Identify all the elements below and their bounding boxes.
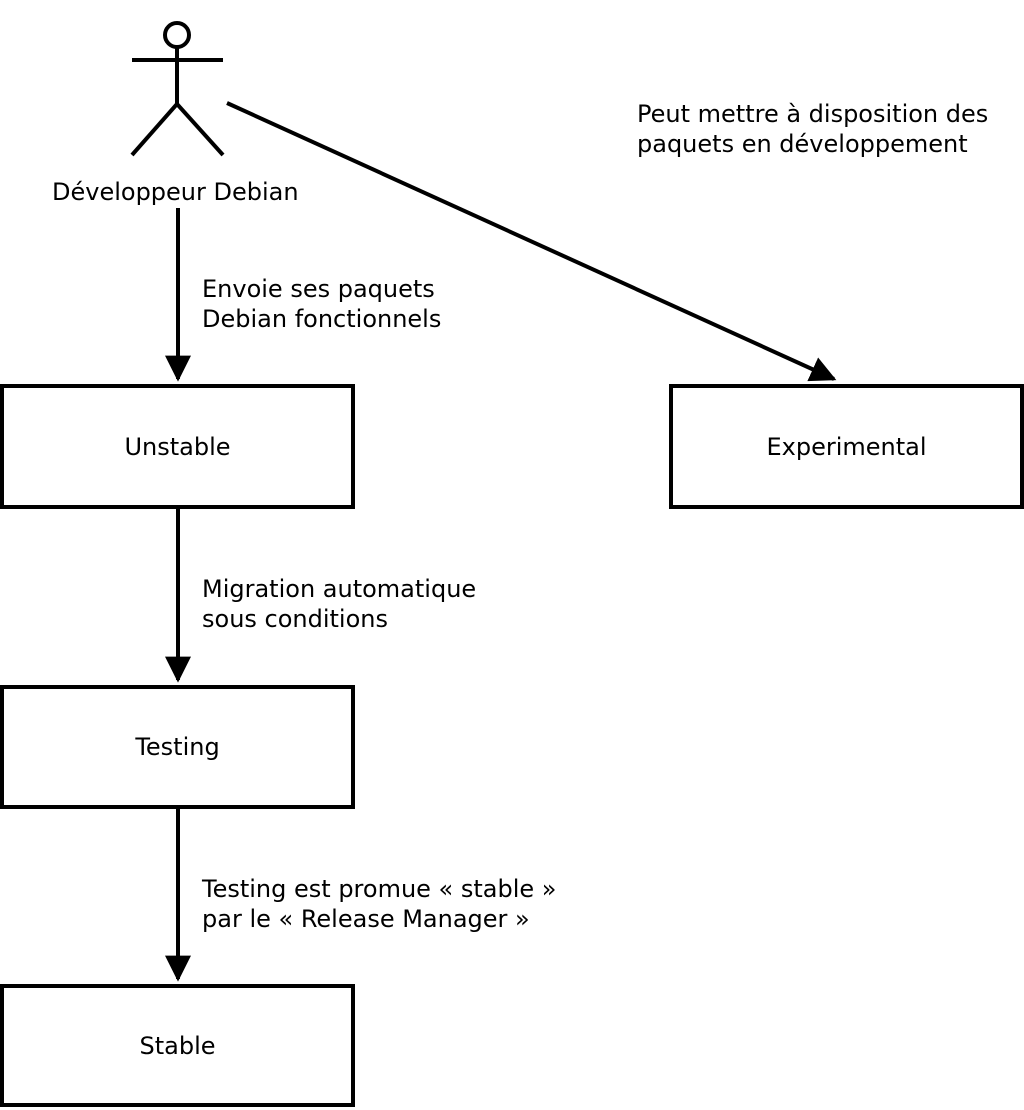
actor-label: Développeur Debian xyxy=(52,178,299,206)
node-unstable: Unstable xyxy=(0,384,355,509)
developer-actor-icon xyxy=(130,21,225,157)
actor-left-leg xyxy=(130,102,179,157)
edge-label-actor-to-unstable: Envoie ses paquets Debian fonctionnels xyxy=(202,275,442,333)
node-stable-label: Stable xyxy=(139,1031,216,1060)
edge-label-unstable-to-testing: Migration automatique sous conditions xyxy=(202,575,477,633)
arrow-actor-to-experimental xyxy=(226,101,837,382)
node-unstable-label: Unstable xyxy=(124,432,231,461)
node-experimental: Experimental xyxy=(669,384,1024,509)
node-stable: Stable xyxy=(0,984,355,1107)
actor-head xyxy=(163,21,191,49)
actor-right-leg xyxy=(175,102,225,157)
node-testing: Testing xyxy=(0,685,355,809)
node-experimental-label: Experimental xyxy=(766,432,927,461)
edge-label-actor-to-experimental: Peut mettre à disposition des paquets en… xyxy=(637,100,989,158)
node-testing-label: Testing xyxy=(135,733,220,761)
edge-label-testing-to-stable: Testing est promue « stable » par le « R… xyxy=(202,875,557,933)
